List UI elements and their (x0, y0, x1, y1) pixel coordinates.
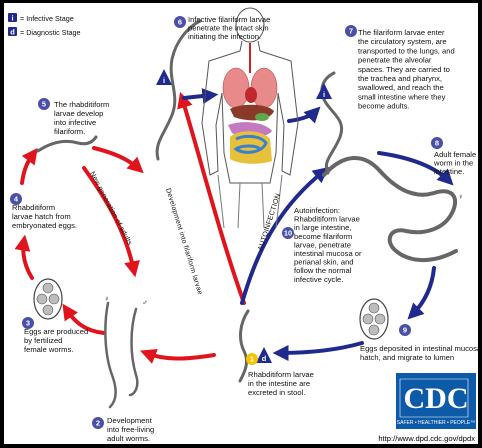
step-number: 9 (403, 326, 407, 335)
parasitic-cycle-arrows (182, 88, 454, 361)
step-badge (10, 193, 22, 205)
human-body-illustration (201, 7, 299, 229)
arrow-new-generation (82, 166, 140, 278)
arrow-development-filariform (177, 91, 246, 305)
arrow-eggs-to-hatch (14, 234, 34, 280)
step-number: 10 (284, 229, 292, 238)
step-number: 7 (349, 27, 353, 36)
arrow-eggs-to-stool (272, 341, 364, 361)
cdc-logo: CDC SAFER • HEALTHIER • PEOPLE™ (396, 373, 476, 429)
arrow-adult-to-eggs (407, 266, 436, 320)
step-badge (22, 317, 34, 329)
step-badge (38, 98, 50, 110)
arrow-rhabditiform-to-filariform (92, 146, 144, 174)
arrow-circulation-to-adult (377, 151, 454, 186)
arrow-body-to-lungs (287, 106, 321, 124)
step-badge (282, 227, 294, 239)
step-badge (345, 25, 357, 37)
legend: i = Infective Stage d = Diagnostic Stage (8, 13, 81, 37)
step-number: 3 (26, 319, 30, 328)
svg-text:SAFER • HEALTHIER • PEOPLE™: SAFER • HEALTHIER • PEOPLE™ (397, 420, 475, 426)
arrow-stool-to-adults (140, 349, 216, 364)
free-living-adult-male (128, 307, 139, 397)
step-number: 6 (178, 18, 182, 27)
egg-cluster-step9 (359, 298, 389, 340)
diagram-canvas: i = Infective Stage d = Diagnostic Stage (4, 3, 478, 444)
infective-marker-step7: i (316, 83, 332, 99)
svg-text:i: i (163, 76, 165, 85)
adult-female-symbol: ♀ (458, 192, 464, 201)
step-number: 5 (42, 100, 46, 109)
rhabditiform-larva-stool (238, 309, 250, 383)
source-url: http://www.dpd.cdc.gov/dpdx (378, 434, 475, 443)
svg-text:CDC: CDC (404, 382, 469, 415)
female-symbol: ♀ (104, 294, 110, 303)
step-number: 2 (96, 419, 100, 428)
rhabditiform-larva-step5 (36, 135, 98, 153)
diagnostic-marker-step1: d (256, 347, 272, 363)
free-living-adult-female (104, 301, 117, 409)
arrow-autoinfection (240, 167, 329, 305)
svg-text:d: d (10, 28, 15, 37)
legend-diagnostic-label: = Diagnostic Stage (20, 28, 81, 37)
adult-female-worm-intestine (322, 156, 458, 263)
step-badge (174, 16, 186, 28)
label-development-filariform: Development into filariform larvae (164, 188, 203, 296)
step-badge (246, 353, 258, 365)
arrow-larva-to-skin (182, 88, 219, 104)
step-number: 8 (435, 139, 439, 148)
step-badge (431, 137, 443, 149)
arrow-hatch-to-rhabditiform (20, 147, 38, 185)
legend-infective-label: = Infective Stage (20, 14, 74, 23)
step-description: Eggs deposited in intestinal mucosa,hatc… (360, 344, 478, 362)
legend-diagnostic-icon: d (8, 27, 17, 37)
label-new-generation: New generation of adults (88, 171, 133, 247)
legend-infective-icon: i (8, 13, 17, 23)
svg-text:i: i (11, 14, 13, 23)
svg-text:d: d (262, 354, 267, 363)
step-number: 1 (250, 355, 254, 364)
svg-text:i: i (323, 90, 325, 99)
arrow-adults-to-eggs (62, 303, 106, 335)
free-living-cycle-arrows (14, 91, 246, 364)
step-number: 4 (14, 195, 19, 204)
lifecycle-diagram: i = Infective Stage d = Diagnostic Stage (8, 7, 478, 443)
filariform-larva-step7 (320, 71, 343, 175)
step-badge (92, 417, 104, 429)
male-symbol: ♂ (142, 298, 148, 307)
egg-cluster-step3 (33, 278, 63, 320)
filariform-larva-skin (155, 19, 202, 161)
step-badge (399, 324, 411, 336)
infective-marker-step6: i (156, 69, 172, 85)
